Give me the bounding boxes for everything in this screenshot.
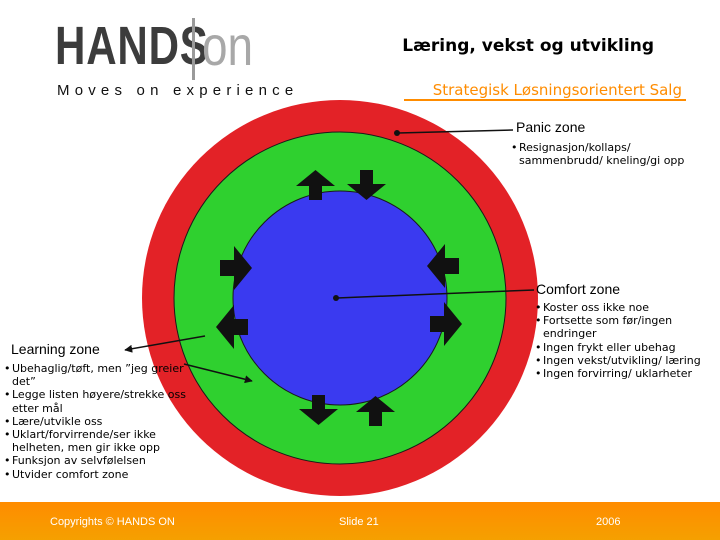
list-item: Resignasjon/kollaps/ sammenbrudd/ knelin… (511, 141, 693, 167)
footer-slide-number: Slide 21 (339, 516, 379, 528)
arrow-right-icon (220, 246, 252, 290)
footer-copyright: Copyrights © HANDS ON (50, 516, 175, 528)
hands-on-logo: HANDS on (55, 14, 285, 84)
learning-zone-bullets: Ubehaglig/tøft, men ”jeg greier det” Leg… (4, 362, 194, 481)
list-item: Ingen vekst/utvikling/ læring (535, 354, 701, 367)
panic-zone-bullets: Resignasjon/kollaps/ sammenbrudd/ knelin… (511, 141, 693, 167)
panic-zone-title: Panic zone (516, 119, 586, 135)
list-item: Ingen forvirring/ uklarheter (535, 367, 701, 380)
header-underline (404, 99, 686, 101)
list-item: Utvider comfort zone (4, 468, 194, 481)
learning-zone-title: Learning zone (11, 341, 100, 357)
list-item: Legge listen høyere/strekke oss etter må… (4, 388, 194, 414)
list-item: Funksjon av selvfølelsen (4, 454, 194, 467)
panic-pointer-line (397, 129, 514, 134)
comfort-zone-bullets: Koster oss ikke noe Fortsette som før/in… (535, 301, 701, 380)
arrow-down-icon (347, 170, 386, 200)
arrow-down-icon (299, 395, 338, 425)
arrow-left-icon (427, 244, 459, 288)
panic-pointer-dot (394, 130, 400, 136)
footer-year: 2006 (596, 516, 621, 528)
comfort-zone-title: Comfort zone (536, 281, 621, 297)
arrow-up-icon (296, 170, 335, 200)
logo-hands-text: HANDS (55, 16, 209, 76)
learning-pointer-line-2 (183, 363, 253, 384)
arrow-right-icon (430, 302, 462, 346)
learning-pointer-line-1 (124, 335, 206, 353)
list-item: Fortsette som før/ingen endringer (535, 314, 701, 340)
list-item: Lære/utvikle oss (4, 415, 194, 428)
tagline: Moves on experience (57, 82, 299, 99)
footer-bar: Copyrights © HANDS ON Slide 21 2006 (0, 502, 720, 540)
logo-on-text: on (202, 14, 254, 77)
arrow-left-icon (216, 305, 248, 349)
list-item: Ubehaglig/tøft, men ”jeg greier det” (4, 362, 194, 388)
comfort-pointer-line (336, 289, 535, 299)
list-item: Ingen frykt eller ubehag (535, 341, 701, 354)
slide-subtitle: Strategisk Løsningsorientert Salg (432, 81, 682, 99)
arrow-up-icon (356, 396, 395, 426)
comfort-pointer-dot (333, 295, 339, 301)
list-item: Koster oss ikke noe (535, 301, 701, 314)
slide-title: Læring, vekst og utvikling (402, 36, 654, 56)
list-item: Uklart/forvirrende/ser ikke helheten, me… (4, 428, 194, 454)
logo-divider (192, 18, 195, 80)
